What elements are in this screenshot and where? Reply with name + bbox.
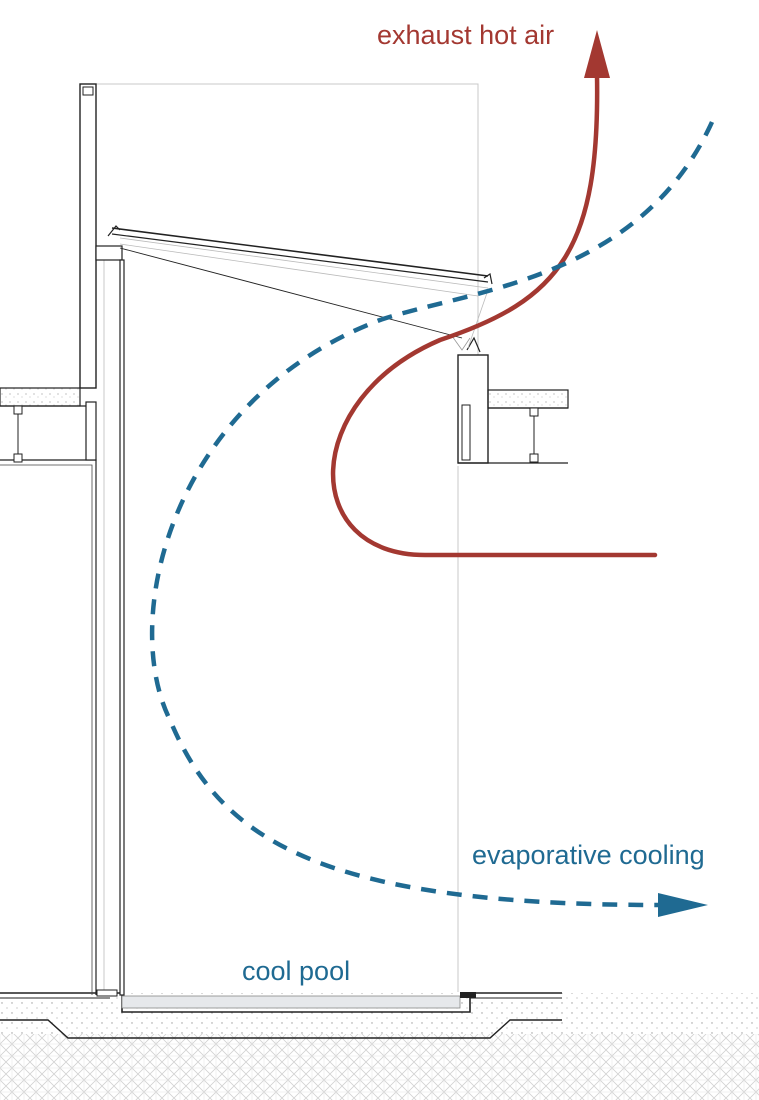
cooling-flow bbox=[149, 121, 715, 917]
pool-label: cool pool bbox=[242, 956, 350, 986]
exhaust-flow bbox=[330, 30, 658, 558]
left-wall bbox=[79, 83, 125, 997]
roof-louver bbox=[107, 225, 493, 351]
exhaust-arrow-icon bbox=[584, 30, 610, 78]
left-slab bbox=[0, 387, 97, 995]
pool-basin bbox=[121, 992, 476, 1009]
right-slab bbox=[457, 336, 569, 464]
shaft-outline bbox=[96, 83, 479, 995]
ground bbox=[0, 992, 759, 1100]
evaporative-label: evaporative cooling bbox=[472, 840, 705, 870]
exhaust-label: exhaust hot air bbox=[377, 20, 554, 50]
cooling-arrow-icon bbox=[658, 893, 708, 917]
